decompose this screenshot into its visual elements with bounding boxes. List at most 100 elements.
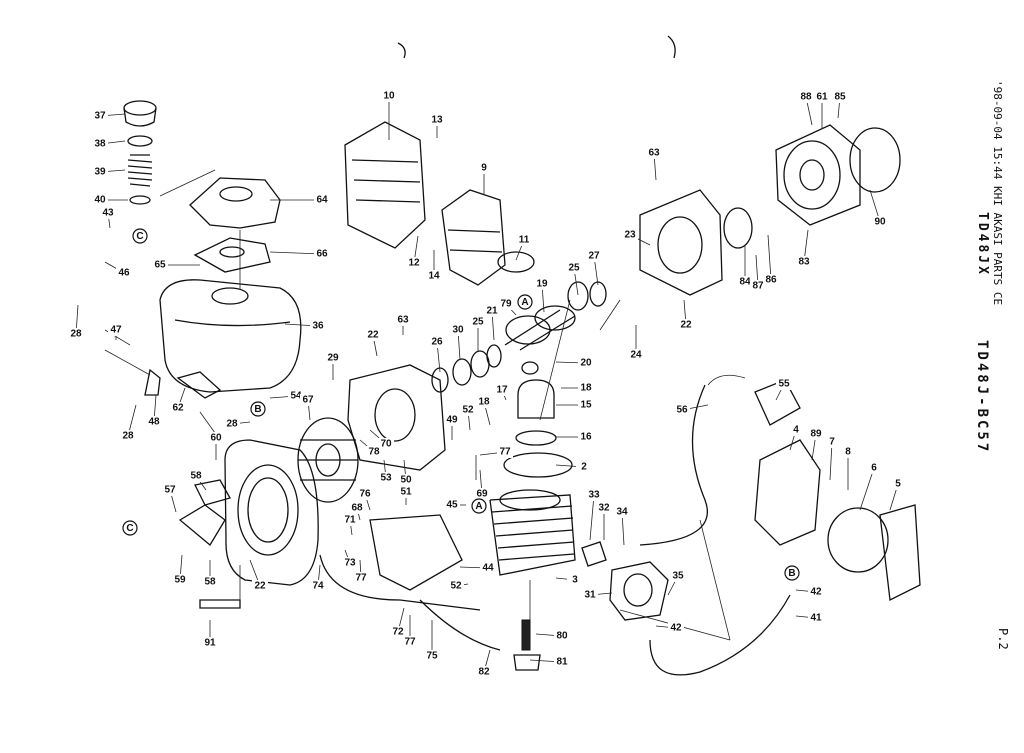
callout-background bbox=[202, 637, 218, 649]
part-callout-63: 63 bbox=[397, 315, 409, 326]
callout-background bbox=[146, 416, 162, 428]
circled-ref-a bbox=[471, 498, 487, 514]
callout-background bbox=[678, 319, 694, 331]
part-callout-83: 83 bbox=[798, 257, 810, 268]
part-callout-58: 58 bbox=[204, 577, 216, 588]
circled-ref-b bbox=[250, 401, 266, 417]
part-callout-21: 21 bbox=[486, 306, 498, 317]
throttle-assembly bbox=[639, 374, 801, 546]
crankshaft bbox=[504, 305, 576, 351]
part-callout-81: 81 bbox=[556, 657, 568, 668]
callout-background bbox=[450, 324, 466, 336]
part-callout-87: 87 bbox=[752, 281, 764, 292]
part-callout-18: 18 bbox=[580, 383, 592, 394]
part-callout-10: 10 bbox=[383, 91, 395, 102]
callout-background bbox=[252, 580, 268, 592]
fuel-tank bbox=[159, 279, 302, 393]
part-callout-34: 34 bbox=[616, 507, 628, 518]
callout-background bbox=[808, 612, 824, 624]
callout-background bbox=[429, 114, 445, 126]
callout-leader bbox=[589, 494, 595, 541]
part-callout-28: 28 bbox=[70, 329, 82, 340]
part-callout-89: 89 bbox=[810, 429, 822, 440]
callout-background bbox=[628, 349, 644, 361]
part-callout-19: 19 bbox=[536, 279, 548, 290]
circled-ref-letter: B bbox=[254, 404, 261, 415]
part-callout-41: 41 bbox=[810, 613, 822, 624]
part-callout-16: 16 bbox=[580, 432, 592, 443]
circled-ref-letter: A bbox=[475, 501, 482, 512]
part-callout-53: 53 bbox=[380, 473, 392, 484]
part-callout-67: 67 bbox=[302, 395, 314, 406]
circled-ref-c bbox=[122, 520, 138, 536]
part-callout-2: 2 bbox=[581, 462, 587, 473]
part-callout-30: 30 bbox=[452, 325, 464, 336]
part-callout-85: 85 bbox=[834, 92, 846, 103]
callout-background bbox=[100, 207, 116, 219]
callout-background bbox=[808, 428, 824, 440]
part-callout-91: 91 bbox=[204, 638, 216, 649]
callout-background bbox=[188, 470, 204, 482]
callout-background bbox=[763, 274, 779, 286]
part-callout-56: 56 bbox=[676, 405, 688, 416]
part-callout-25: 25 bbox=[472, 317, 484, 328]
part-callout-80: 80 bbox=[556, 631, 568, 642]
part-callout-23: 23 bbox=[624, 230, 636, 241]
callout-background bbox=[444, 414, 460, 426]
callout-background bbox=[172, 574, 188, 586]
callout-background bbox=[586, 250, 602, 262]
callout-background bbox=[390, 626, 406, 638]
part-callout-70: 70 bbox=[380, 439, 392, 450]
callout-background bbox=[116, 267, 132, 279]
callout-background bbox=[476, 162, 492, 174]
part-callout-6: 6 bbox=[871, 463, 877, 474]
callout-background bbox=[576, 461, 592, 473]
callout-background bbox=[646, 147, 662, 159]
callout-leader bbox=[829, 441, 833, 481]
part-callout-42: 42 bbox=[670, 623, 682, 634]
part-callout-27: 27 bbox=[588, 251, 600, 262]
callout-background bbox=[444, 499, 460, 511]
part-callout-13: 13 bbox=[431, 115, 443, 126]
part-callout-60: 60 bbox=[210, 433, 222, 444]
fax-mark bbox=[667, 35, 676, 59]
page-number: P.2 bbox=[996, 628, 1010, 650]
part-callout-28: 28 bbox=[122, 431, 134, 442]
callout-background bbox=[750, 280, 766, 292]
circled-ref-letter: C bbox=[136, 231, 143, 242]
fax-mark bbox=[397, 42, 406, 59]
part-callout-64: 64 bbox=[316, 195, 328, 206]
part-callout-12: 12 bbox=[408, 258, 420, 269]
part-callout-37: 37 bbox=[94, 111, 106, 122]
callout-background bbox=[872, 216, 888, 228]
callout-background bbox=[586, 489, 602, 501]
callout-background bbox=[342, 514, 358, 526]
part-callout-73: 73 bbox=[344, 558, 356, 569]
part-callout-52: 52 bbox=[462, 405, 474, 416]
callout-background bbox=[342, 557, 358, 569]
fax-header-line: '98-09-04 15:44 KHI AKASI PARTS CE bbox=[991, 80, 1004, 306]
callout-background bbox=[424, 650, 440, 662]
callout-background bbox=[578, 399, 594, 411]
part-callout-61: 61 bbox=[816, 92, 828, 103]
callout-background bbox=[470, 316, 486, 328]
part-callout-66: 66 bbox=[316, 249, 328, 260]
callout-background bbox=[310, 580, 326, 592]
callout-background bbox=[314, 194, 330, 206]
callout-background bbox=[814, 91, 830, 103]
callout-background bbox=[395, 314, 411, 326]
callout-background bbox=[480, 562, 496, 574]
callout-background bbox=[92, 138, 108, 150]
callout-background bbox=[92, 166, 108, 178]
part-callout-31: 31 bbox=[584, 590, 596, 601]
callout-background bbox=[788, 424, 804, 436]
part-callout-14: 14 bbox=[428, 271, 440, 282]
part-callout-11: 11 bbox=[519, 235, 530, 246]
callout-background bbox=[776, 378, 792, 390]
fuel-lines bbox=[319, 554, 791, 676]
part-callout-46: 46 bbox=[118, 268, 130, 279]
crankcase-left bbox=[347, 364, 446, 471]
part-callout-17: 17 bbox=[496, 385, 508, 396]
callout-background bbox=[68, 328, 84, 340]
